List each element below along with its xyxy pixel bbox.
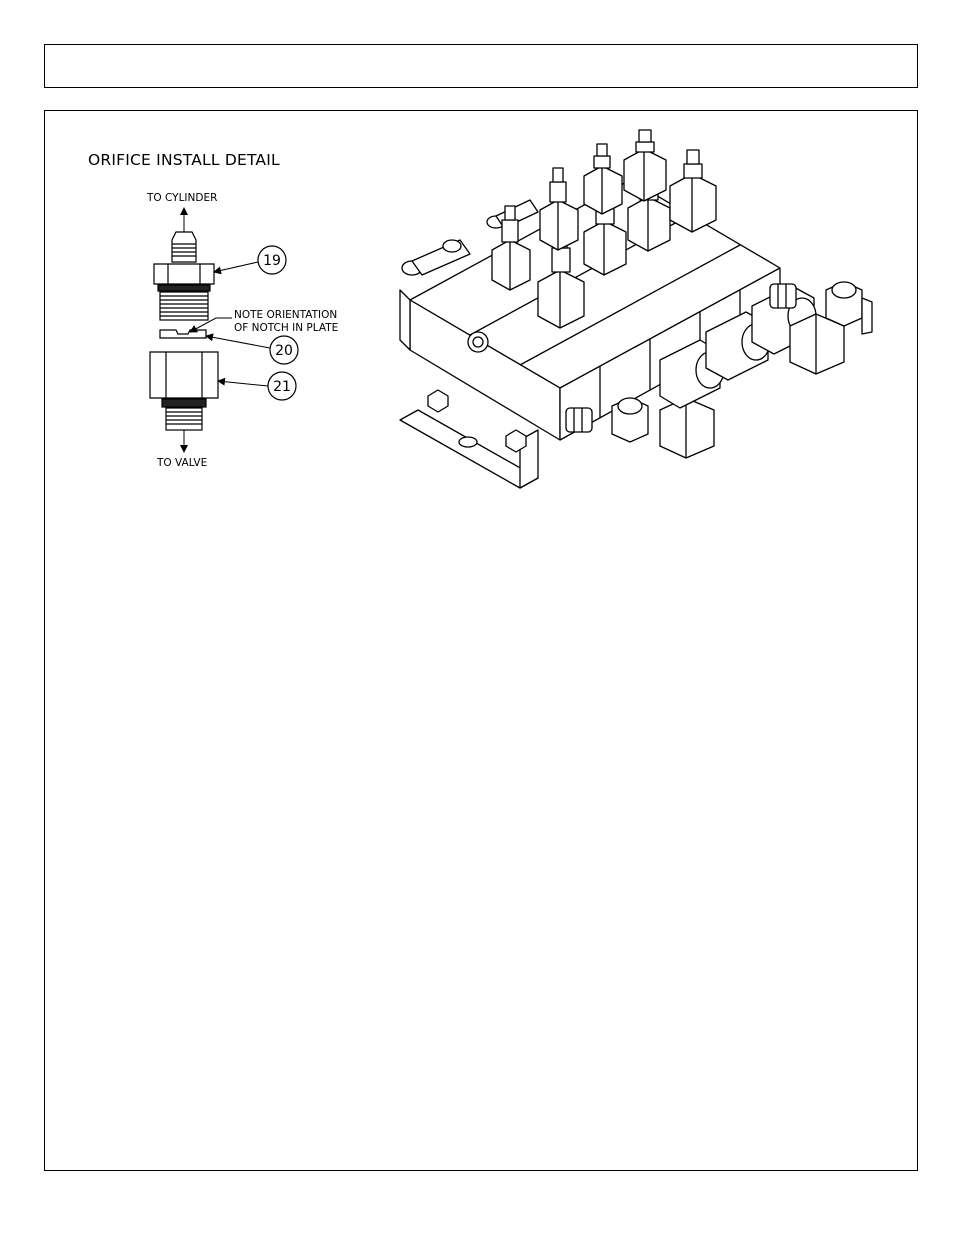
to-valve-label: TO VALVE <box>156 457 207 469</box>
to-cylinder-label: TO CYLINDER <box>146 192 217 204</box>
front-spool-caps <box>565 281 873 459</box>
adapter-21 <box>149 351 219 431</box>
callout-19: 19 <box>213 245 287 275</box>
note-line-2: OF NOTCH IN PLATE <box>234 322 338 334</box>
orifice-detail-group: TO CYLINDER <box>146 192 338 469</box>
orifice-detail-title: ORIFICE INSTALL DETAIL <box>88 151 280 169</box>
callout-21-label: 21 <box>273 379 291 395</box>
callout-21: 21 <box>217 371 297 401</box>
valve-assembly-illustration <box>399 129 873 489</box>
callout-19-label: 19 <box>263 253 281 269</box>
callout-20: 20 <box>205 333 299 365</box>
fitting-19 <box>153 231 215 321</box>
figure-frame <box>44 110 918 1171</box>
page-header-box <box>44 44 918 88</box>
callout-20-label: 20 <box>275 343 293 359</box>
note-line-1: NOTE ORIENTATION <box>234 309 337 321</box>
top-fittings <box>491 129 717 329</box>
orifice-plate-20 <box>159 329 207 339</box>
